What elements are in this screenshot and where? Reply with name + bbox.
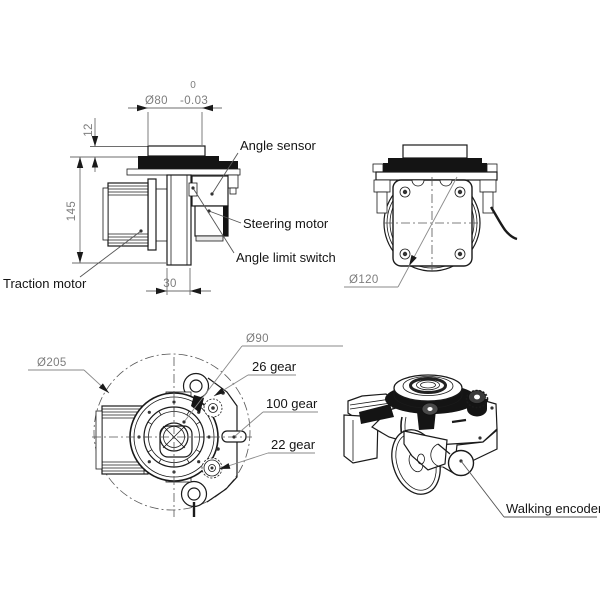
- dim-arrow: [156, 287, 167, 295]
- gear-22-rim: [203, 459, 221, 477]
- leader-dot: [182, 420, 186, 424]
- motor-mount-plate: [147, 178, 157, 251]
- dim-12: 12: [83, 123, 95, 137]
- label-22-gear: 22 gear: [271, 437, 316, 452]
- gear-22-hub: [208, 464, 216, 472]
- screw-dot: [478, 436, 482, 440]
- swivel-circle-dia205: [93, 353, 251, 511]
- label-angle-limit-switch: Angle limit switch: [236, 250, 336, 265]
- gear-26-center: [211, 406, 215, 410]
- gear-26-hub: [208, 403, 218, 413]
- turntable-bearing-band: [138, 156, 238, 169]
- traction-motor-body: [107, 182, 149, 247]
- leader-dot: [191, 186, 195, 190]
- dim-arrow: [91, 136, 99, 147]
- front-view: Ø120: [344, 144, 518, 288]
- plate-notch: [411, 179, 425, 187]
- top-view: Ø205 Ø90 26 gear 100 gear 22 gear: [28, 333, 343, 517]
- leader-steering-motor: [208, 210, 242, 224]
- gear-22-center: [210, 466, 214, 470]
- dim-arrow: [190, 287, 201, 295]
- iso-boss-hole: [427, 407, 433, 411]
- plate-slot: [451, 418, 467, 424]
- steering-motor-edge: [223, 206, 228, 236]
- mounting-flange-plate: [126, 168, 241, 176]
- dim-dia80-lower-tol: -0.03: [180, 95, 208, 107]
- band-side-tab: [486, 163, 498, 173]
- plate-bolts: [399, 186, 466, 260]
- band-side-tab: [372, 163, 384, 173]
- motor-end-cap: [102, 187, 109, 241]
- right-bracket-bar: [482, 191, 494, 214]
- fork-hole: [417, 453, 425, 465]
- motor-cap-line: [349, 402, 392, 410]
- label-steering-motor: Steering motor: [243, 216, 329, 231]
- dim-arrow: [137, 104, 148, 112]
- dia90-leader: [183, 345, 243, 423]
- bearing-ring: [402, 376, 454, 396]
- left-bracket: [373, 179, 391, 193]
- right-bracket: [227, 174, 239, 189]
- motor-cap-line: [349, 398, 392, 406]
- iso-fork: [403, 430, 448, 471]
- dim-arrow: [214, 387, 225, 396]
- motor-fins: [108, 185, 167, 244]
- dim-dia90: Ø90: [246, 333, 269, 345]
- side-view: 0 Ø80 -0.03 12 145: [3, 80, 336, 295]
- encoder-back: [430, 443, 444, 468]
- dim-arrow: [219, 463, 231, 469]
- right-bracket: [479, 179, 497, 193]
- iso-view: Walking encoder: [343, 374, 600, 518]
- dim-arrow: [202, 104, 213, 112]
- dim-30: 30: [163, 278, 177, 290]
- lobe-hole: [189, 379, 203, 393]
- mounting-flange-plate: [375, 171, 498, 181]
- label-walking-encoder: Walking encoder: [506, 501, 600, 516]
- left-bracket-bar: [376, 191, 388, 214]
- dim-arrow: [91, 157, 99, 168]
- iso-gear-hole: [474, 394, 480, 400]
- dim-arrow: [409, 254, 417, 266]
- label-100-gear: 100 gear: [266, 396, 318, 411]
- top-bearing-cap: [147, 145, 206, 157]
- encoder-leader: [460, 460, 505, 518]
- bearing-ring-dark: [409, 377, 447, 394]
- lobe-hole: [187, 487, 201, 501]
- dim-dia80: Ø80: [145, 95, 168, 107]
- screw-dot: [490, 406, 494, 410]
- label-26-gear: 26 gear: [252, 359, 297, 374]
- motor-base-strip: [195, 235, 224, 242]
- leader-angle-sensor: [211, 152, 239, 195]
- iso-collar-left: [359, 404, 394, 424]
- dim-dia80-upper-tol: 0: [190, 80, 196, 91]
- label-traction-motor: Traction motor: [3, 276, 87, 291]
- dim-145: 145: [66, 201, 78, 221]
- right-bracket-foot: [229, 187, 237, 195]
- screw-dot: [216, 447, 220, 451]
- leader-dot: [139, 229, 143, 233]
- dia120-leader: [397, 176, 458, 288]
- label-angle-sensor: Angle sensor: [240, 138, 317, 153]
- bearing-bore-inner: [420, 381, 436, 389]
- cable: [489, 206, 518, 241]
- gear100-leader: [233, 411, 264, 438]
- dim-arrow: [76, 252, 84, 263]
- angle-sensor-box: [191, 175, 229, 207]
- leader-dot: [232, 435, 236, 439]
- encoder-edge: [437, 443, 451, 455]
- top-bearing-cap: [402, 144, 468, 159]
- bearing-bore: [416, 379, 440, 391]
- plate-notch: [439, 179, 453, 187]
- turntable-bearing-band: [383, 158, 487, 172]
- leader-angle-limit-switch: [192, 187, 235, 254]
- leader-dot: [210, 192, 214, 196]
- dim-arrow: [98, 383, 109, 393]
- leader-traction-motor: [79, 230, 142, 278]
- motor-end-cap: [95, 410, 103, 470]
- dim-dia205: Ø205: [37, 357, 67, 369]
- dim-arrow: [76, 157, 84, 168]
- dim-dia120: Ø120: [349, 274, 379, 286]
